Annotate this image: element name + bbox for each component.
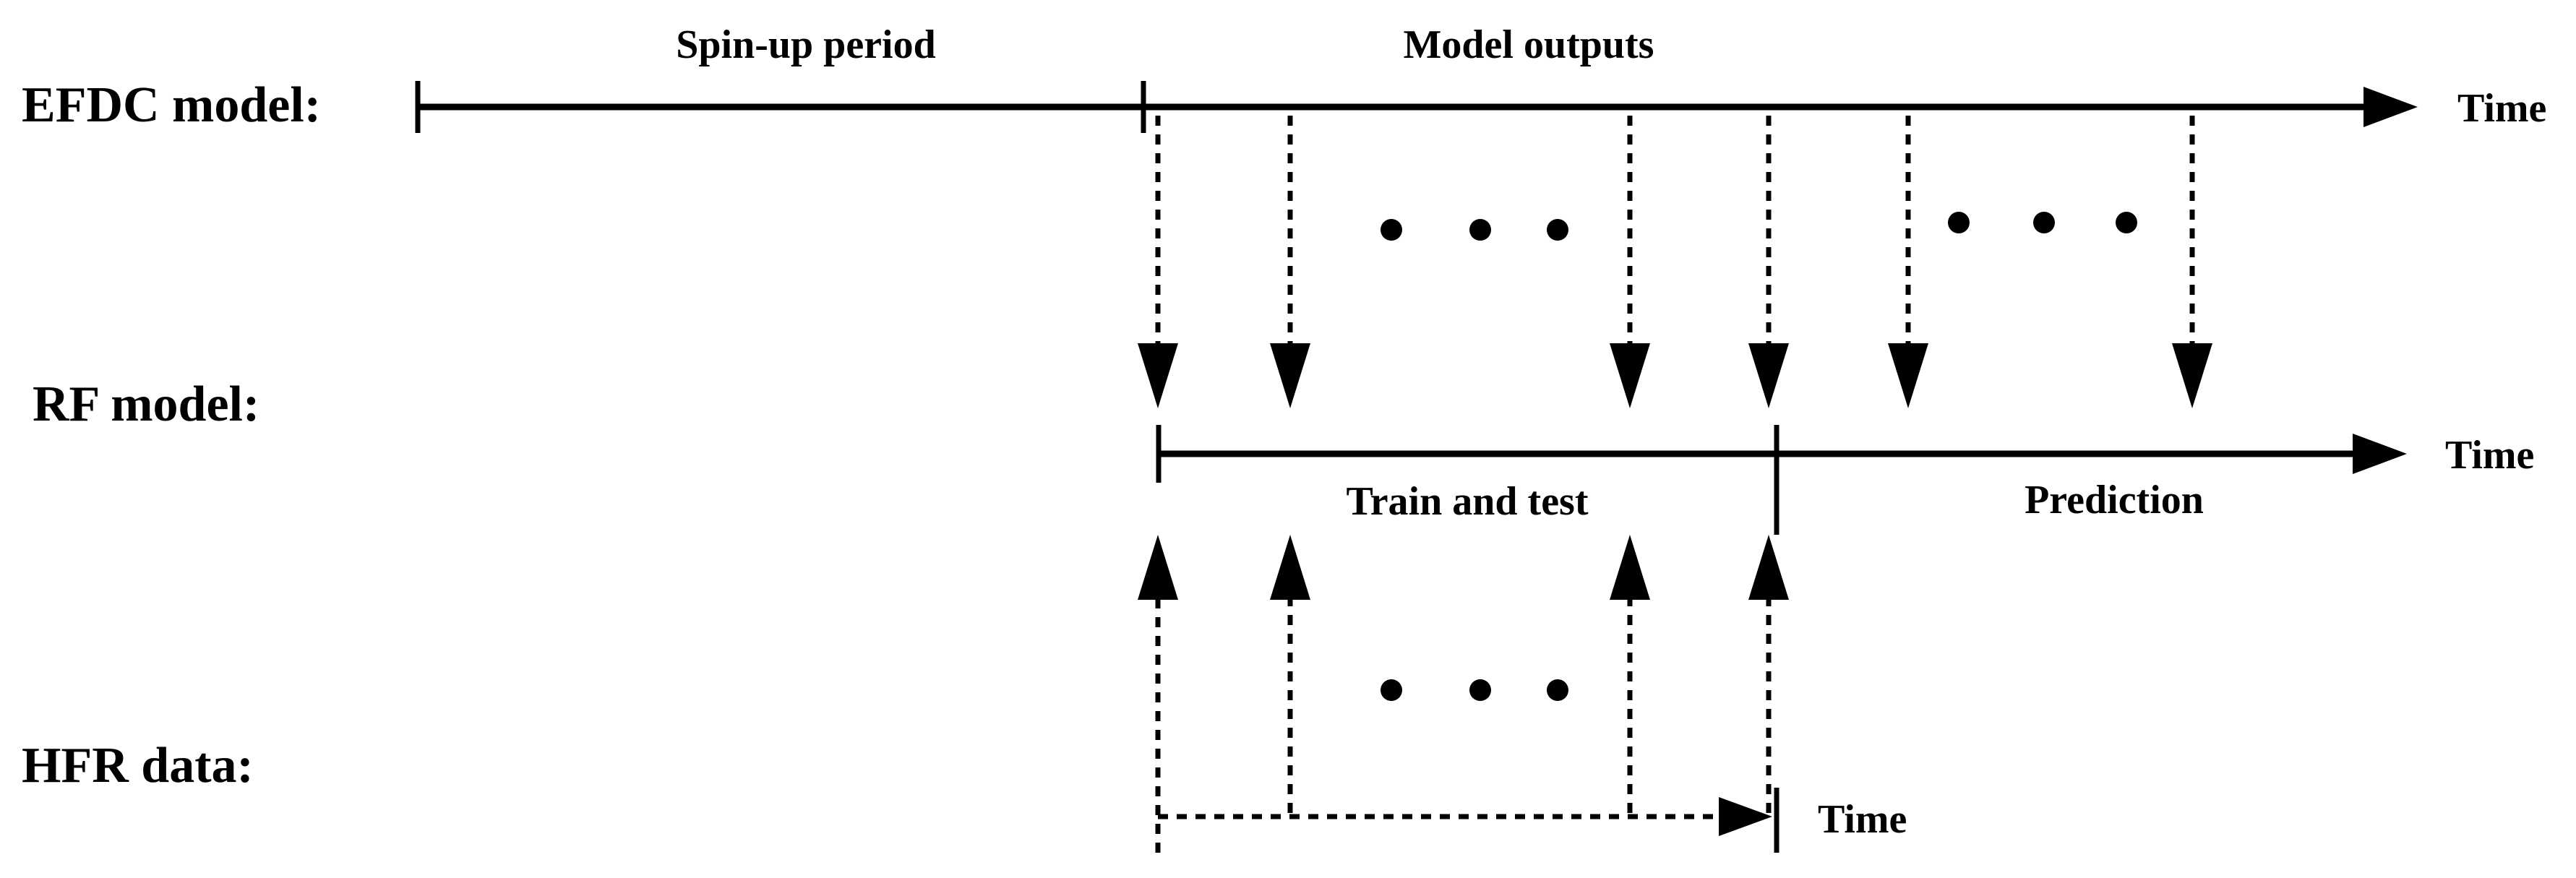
hfr-time-arrowhead [1719, 797, 1772, 836]
rf-time-arrowhead [2353, 434, 2407, 474]
ellipsis-dots-upper-right [1948, 212, 2137, 233]
rf-model-label: RF model: [33, 376, 259, 432]
rf-time-label: Time [2445, 433, 2534, 478]
efdc-to-rf-arrows [1155, 116, 2195, 347]
rf-timeline [1156, 425, 2407, 535]
train-and-test-label: Train and test [1347, 479, 1589, 524]
hfr-data-label: HFR data: [22, 738, 254, 793]
spin-up-period-label: Spin-up period [676, 22, 936, 67]
efdc-model-label: EFDC model: [22, 77, 321, 133]
prediction-label: Prediction [2025, 478, 2204, 522]
efdc-timeline [415, 81, 2418, 133]
ellipsis-dots-upper-left [1381, 219, 1568, 241]
hfr-timeline [1158, 788, 1779, 853]
model-outputs-label: Model outputs [1404, 22, 1654, 67]
efdc-time-label: Time [2457, 86, 2546, 131]
hfr-to-rf-arrowheads [1138, 535, 1789, 600]
ellipsis-dots-lower [1381, 679, 1568, 701]
efdc-time-arrowhead [2364, 87, 2418, 127]
efdc-to-rf-arrowheads [1138, 343, 2212, 408]
hfr-to-rf-arrows [1155, 593, 1772, 853]
hfr-time-label: Time [1818, 797, 1907, 842]
